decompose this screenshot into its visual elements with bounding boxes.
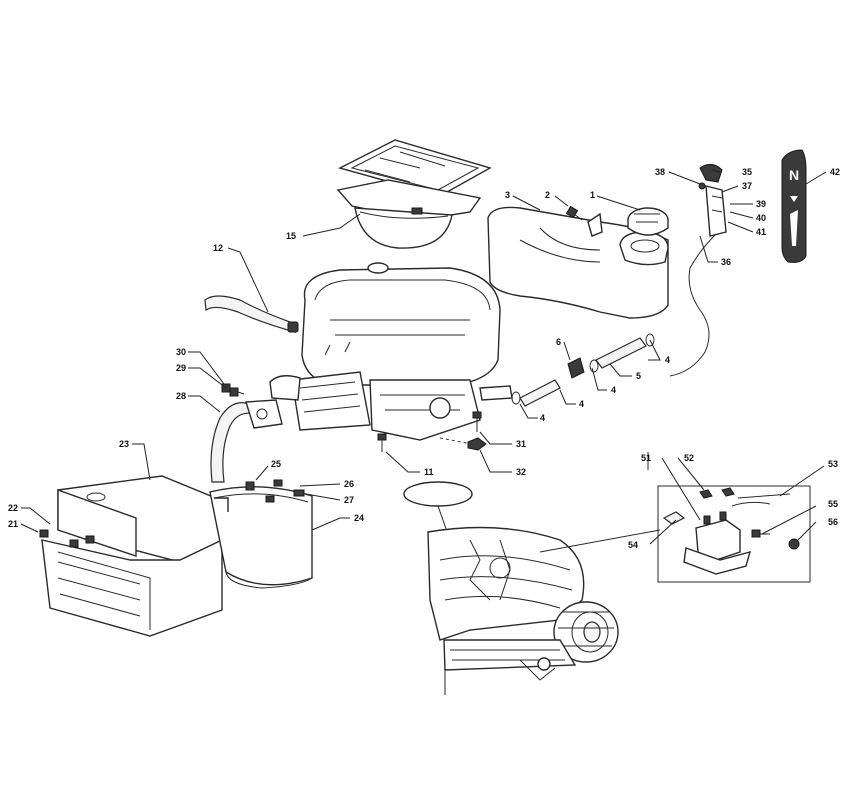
callout-37: 37	[742, 181, 752, 191]
callout-11: 11	[424, 467, 434, 477]
bracket-part-27[interactable]	[265, 489, 305, 503]
callout-5: 5	[636, 371, 641, 381]
callout-32: 32	[516, 467, 526, 477]
callout-39: 39	[756, 199, 766, 209]
exhaust-pipe-part-28[interactable]	[210, 399, 283, 483]
fuel-line-part-4[interactable]	[511, 379, 561, 407]
washer-part-26[interactable]	[273, 479, 283, 487]
decal-letter: N	[789, 167, 799, 183]
callout-36: 36	[721, 257, 731, 267]
screw-part-2[interactable]	[565, 205, 583, 221]
callout-1: 1	[590, 190, 595, 200]
callout-52: 52	[684, 453, 694, 463]
solenoid-part-54[interactable]	[662, 511, 752, 575]
callout-56: 56	[828, 517, 838, 527]
callout-55: 55	[828, 499, 838, 509]
fuel-cap-part-1[interactable]	[627, 207, 669, 236]
callout-29: 29	[176, 363, 186, 373]
callout-22: 22	[8, 503, 18, 513]
leader-lines	[20, 169, 827, 545]
callout-27: 27	[344, 495, 354, 505]
fuel-tank-part-3[interactable]	[487, 206, 669, 319]
hood-front-part-23[interactable]	[41, 475, 241, 637]
callout-4-left: 4	[579, 399, 584, 409]
callout-41: 41	[756, 227, 766, 237]
callout-4-right: 4	[665, 355, 670, 365]
callout-53: 53	[828, 459, 838, 469]
callout-42: 42	[830, 167, 840, 177]
nut-part-52[interactable]	[699, 487, 735, 499]
bolt-part-55[interactable]	[751, 529, 770, 538]
callout-26: 26	[344, 479, 354, 489]
callout-21: 21	[8, 519, 18, 529]
callout-54: 54	[628, 540, 638, 550]
callout-numbers: 1 2 3 15 12 30 29 28 6 4 5 4 4 4 31 32 1…	[8, 167, 840, 550]
air-filter-cover-part-15[interactable]	[336, 139, 492, 249]
breather-hose-part-12[interactable]	[204, 295, 299, 333]
callout-38: 38	[655, 167, 665, 177]
muffler-part-24[interactable]	[209, 486, 313, 589]
tractor-illustration	[403, 481, 619, 695]
callout-40: 40	[756, 213, 766, 223]
bolt-part-11[interactable]	[377, 433, 387, 452]
bolt-part-31[interactable]	[472, 411, 482, 432]
callout-31: 31	[516, 439, 526, 449]
callout-15: 15	[286, 231, 296, 241]
fuel-line-part-5[interactable]	[589, 333, 655, 373]
bolt-part-21[interactable]	[39, 529, 49, 538]
cable-part-53[interactable]	[731, 493, 791, 507]
nut-part-56[interactable]	[788, 538, 800, 550]
callout-3: 3	[505, 190, 510, 200]
solenoid-detail-inset	[657, 485, 811, 583]
callout-12: 12	[213, 243, 223, 253]
throttle-control-assembly[interactable]	[669, 164, 727, 377]
engine-block	[269, 262, 513, 441]
bolt-part-25[interactable]	[245, 481, 255, 491]
bolt-part-30[interactable]	[229, 387, 245, 397]
nut-part-32[interactable]	[467, 437, 487, 451]
callout-4-lower: 4	[540, 413, 545, 423]
callout-25: 25	[271, 459, 281, 469]
callout-2: 2	[545, 190, 550, 200]
callout-51: 51	[641, 453, 651, 463]
callout-28: 28	[176, 391, 186, 401]
callout-30: 30	[176, 347, 186, 357]
fuel-filter-part-6[interactable]	[567, 357, 585, 379]
callout-23: 23	[119, 439, 129, 449]
callout-35: 35	[742, 167, 752, 177]
callout-24: 24	[354, 513, 364, 523]
throttle-decal-part-42[interactable]: N	[781, 149, 807, 263]
callout-4-mid: 4	[611, 385, 616, 395]
callout-6: 6	[556, 337, 561, 347]
bolt-part-22[interactable]	[69, 535, 95, 548]
